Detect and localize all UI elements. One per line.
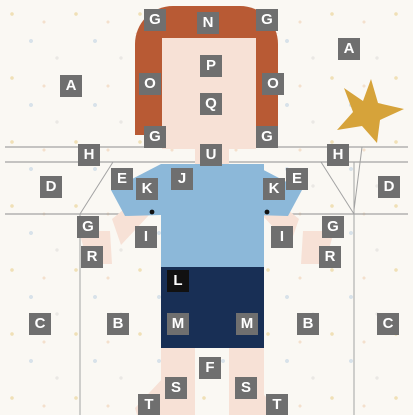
label-h-left: H — [78, 144, 100, 166]
label-a-top-right: A — [338, 38, 360, 60]
label-l-shorts: L — [167, 270, 189, 292]
label-t-right-bottom: T — [266, 394, 288, 415]
label-a-top-left: A — [60, 75, 82, 97]
label-g-top-right: G — [256, 9, 278, 31]
label-i-left-arm: I — [135, 226, 157, 248]
star-string-line — [354, 147, 362, 210]
label-k-right-shirt: K — [263, 178, 285, 200]
label-m-left-shorts: M — [167, 313, 189, 335]
label-b-right: B — [297, 313, 319, 335]
label-j-shirt: J — [171, 168, 193, 190]
right-diagonal-line — [321, 162, 354, 214]
label-n-hair-top: N — [197, 12, 219, 34]
label-k-left-shirt: K — [136, 178, 158, 200]
label-g-top-left: G — [144, 9, 166, 31]
label-o-left-hair: O — [139, 73, 161, 95]
balloon-star-shape — [337, 79, 404, 143]
label-g-lower-left-hair: G — [144, 126, 166, 148]
label-g-right-hand: G — [322, 216, 344, 238]
right-shoulder-dot — [265, 210, 270, 215]
label-o-right-hair: O — [262, 73, 284, 95]
label-s-right-foot: S — [235, 377, 257, 399]
label-i-right-arm: I — [271, 226, 293, 248]
label-s-left-foot: S — [165, 377, 187, 399]
label-r-right-hand: R — [319, 246, 341, 268]
label-g-left-hand: G — [77, 216, 99, 238]
label-q-face-center: Q — [200, 93, 222, 115]
label-e-right-sleeve: E — [286, 168, 308, 190]
left-shoulder-dot — [150, 210, 155, 215]
center-shorts-gap — [196, 300, 229, 348]
label-m-right-shorts: M — [236, 313, 258, 335]
label-p-face-top: P — [200, 55, 222, 77]
label-r-left-hand: R — [81, 246, 103, 268]
label-e-left-sleeve: E — [111, 168, 133, 190]
left-diagonal-line — [80, 162, 113, 214]
label-f-center-leg: F — [199, 357, 221, 379]
label-g-lower-right-hair: G — [256, 126, 278, 148]
label-c-left: C — [29, 313, 51, 335]
label-t-left-bottom: T — [138, 394, 160, 415]
label-u-neck: U — [200, 144, 222, 166]
label-d-left: D — [40, 176, 62, 198]
label-h-right: H — [327, 144, 349, 166]
label-c-right: C — [377, 313, 399, 335]
label-d-right: D — [378, 176, 400, 198]
label-b-left: B — [107, 313, 129, 335]
